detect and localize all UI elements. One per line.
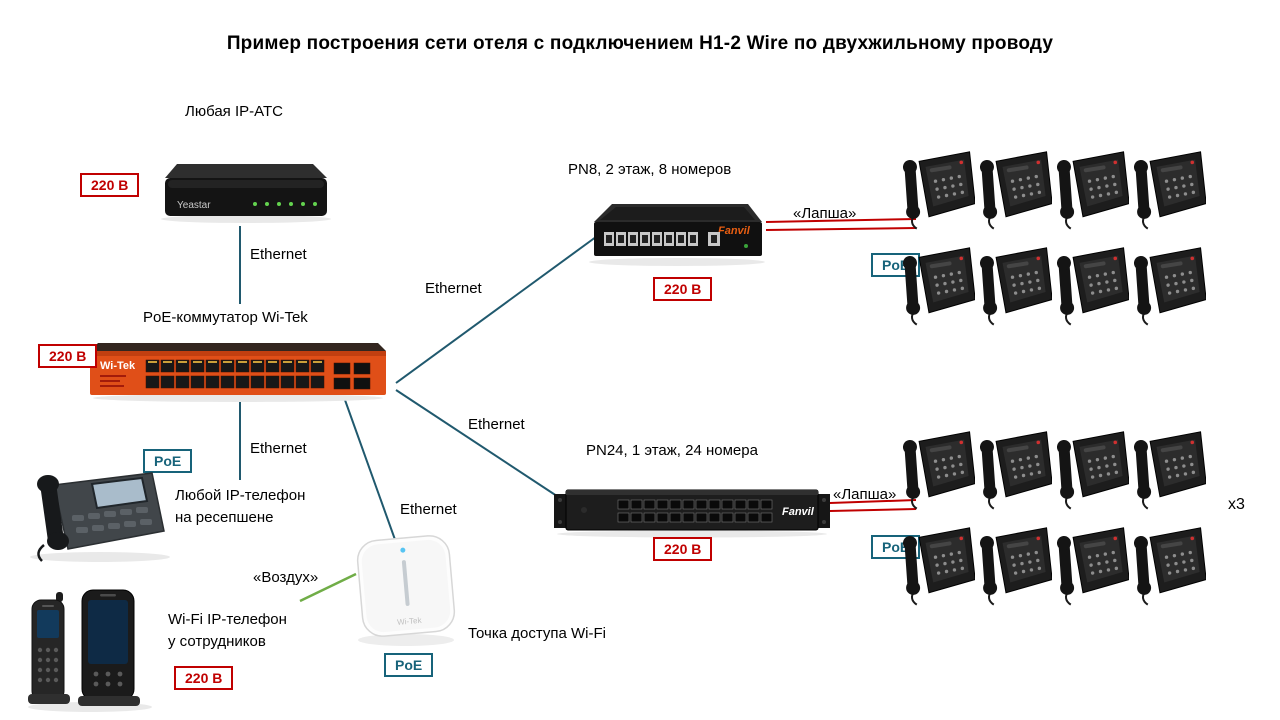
reception-phone-device <box>20 453 172 570</box>
room-phone-icon <box>1134 247 1206 326</box>
room-phone-icon <box>980 151 1052 230</box>
room-phone-icon <box>903 247 975 326</box>
wire-lapsha-pn8-b <box>765 227 917 231</box>
staff-phone-label: Wi-Fi IP-телефон у сотрудников <box>168 609 287 653</box>
pbx-brand-text: Yeastar <box>177 200 211 211</box>
svg-text:Wi-Tek: Wi-Tek <box>397 616 423 627</box>
pn8-brand-text: Fanvil <box>718 225 751 237</box>
room-phone-icon <box>980 431 1052 510</box>
floor1-phone-grid <box>903 428 1206 616</box>
reception-phone-label-line1: Любой IP-телефон <box>175 487 306 504</box>
ethernet-label-switch-pn24: Ethernet <box>468 416 525 433</box>
ethernet-label-pbx-switch: Ethernet <box>250 246 307 263</box>
room-phone-icon <box>1134 431 1206 510</box>
ethernet-label-switch-ap: Ethernet <box>400 501 457 518</box>
ethernet-label-switch-reception: Ethernet <box>250 440 307 457</box>
staff-phone-label-line2: у сотрудников <box>168 633 266 650</box>
ethernet-label-switch-pn8: Ethernet <box>425 280 482 297</box>
pbx-label: Любая IP-АТС <box>185 103 283 120</box>
room-phone-icon <box>1057 247 1129 326</box>
pn24-brand-text: Fanvil <box>782 506 815 518</box>
room-phone-icon <box>903 431 975 510</box>
floor2-phone-grid <box>903 148 1206 336</box>
pn8-label: PN8, 2 этаж, 8 номеров <box>568 161 732 178</box>
wire-switch-pn24 <box>395 389 567 503</box>
room-phone-icon <box>903 527 975 606</box>
power-badge-pbx: 220 В <box>80 173 140 197</box>
room-phone-icon <box>1057 527 1129 606</box>
pbx-device: Yeastar <box>155 156 337 231</box>
core-switch-brand-text: Wi-Tek <box>100 360 136 372</box>
poe-badge-ap: PoE <box>384 653 434 677</box>
room-phone-icon <box>1057 431 1129 510</box>
lapsha-label-pn24: «Лапша» <box>833 486 897 503</box>
core-switch-label: PoE-коммутатор Wi-Tek <box>143 309 308 326</box>
core-switch-device: Wi-Tek <box>88 339 388 408</box>
reception-phone-label-line2: на ресепшене <box>175 509 274 526</box>
room-phone-icon <box>903 151 975 230</box>
staff-phones-device <box>20 576 160 720</box>
pn24-device: Fanvil <box>554 484 830 545</box>
air-label: «Воздух» <box>253 569 319 586</box>
diagram-title: Пример построения сети отеля с подключен… <box>226 33 1054 54</box>
staff-phone-label-line1: Wi-Fi IP-телефон <box>168 611 287 628</box>
power-badge-pn8: 220 В <box>653 277 713 301</box>
poe-badge-reception: PoE <box>143 449 193 473</box>
room-phone-icon <box>980 527 1052 606</box>
power-badge-pn24: 220 В <box>653 537 713 561</box>
room-phone-icon <box>1134 151 1206 230</box>
pn8-device: Fanvil <box>586 196 768 275</box>
wire-switch-pn8 <box>395 233 601 384</box>
access-point-label: Точка доступа Wi-Fi <box>468 625 606 642</box>
power-badge-switch: 220 В <box>38 344 98 368</box>
lapsha-label-pn8: «Лапша» <box>793 205 857 222</box>
room-phone-icon <box>980 247 1052 326</box>
access-point-device: Wi-Tek <box>350 526 462 655</box>
pn24-label: PN24, 1 этаж, 24 номера <box>586 442 758 459</box>
reception-phone-label: Любой IP-телефон на ресепшене <box>175 485 305 529</box>
power-badge-staff-phone: 220 В <box>174 666 234 690</box>
multiplier-label: x3 <box>1228 496 1245 513</box>
room-phone-icon <box>1134 527 1206 606</box>
room-phone-icon <box>1057 151 1129 230</box>
